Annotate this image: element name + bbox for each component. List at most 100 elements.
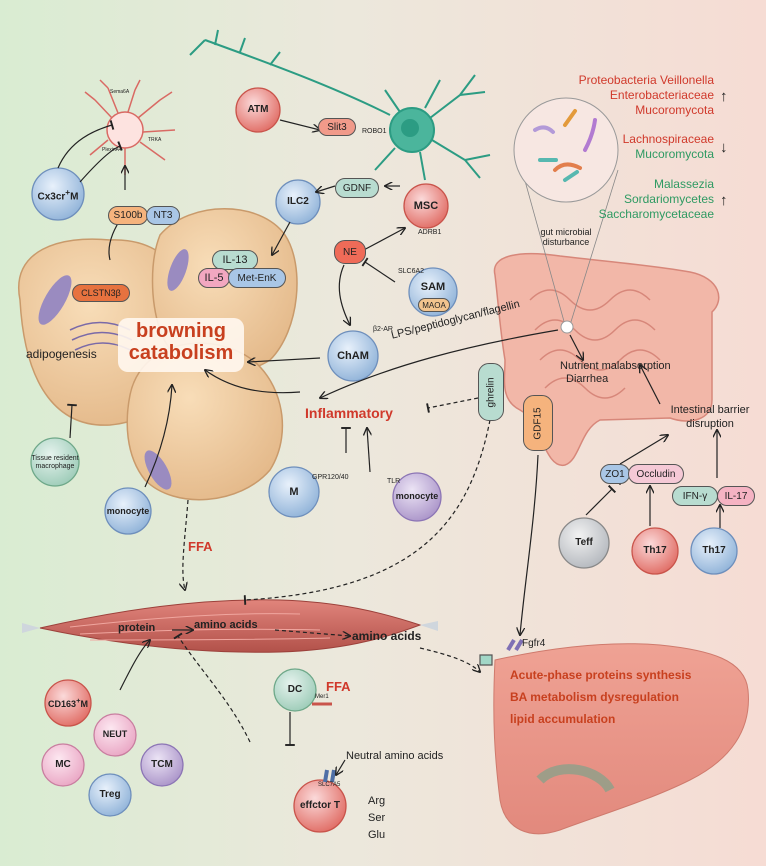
- ffa-top-label: FFA: [188, 539, 213, 554]
- monocyte-left-label: monocyte: [106, 506, 150, 516]
- clstn3b-pill: CLSTN3β: [72, 284, 130, 302]
- il5-pill: IL-5: [198, 268, 230, 288]
- microbe-label: Lachnospiraceae: [622, 132, 714, 146]
- clstn3b-label: CLSTN3β: [81, 288, 121, 298]
- muscle-amino-acids-label: amino acids: [194, 619, 258, 631]
- b2ar-label: β2-AR: [373, 326, 393, 333]
- liver-line-2: BA metabolism dysregulation: [510, 690, 679, 704]
- ne-pill: NE: [334, 240, 366, 264]
- msc-cell-label: MSC: [413, 200, 439, 212]
- tlr-label: TLR: [387, 478, 401, 485]
- barrier-label: Intestinal barrier disruption: [670, 404, 750, 430]
- gpr-label: GPR120/40: [312, 474, 349, 481]
- il5-label: IL-5: [204, 272, 224, 284]
- sympathetic-neuron: [189, 29, 491, 181]
- microbe-zoom: [513, 97, 619, 334]
- microbe-label: Proteobacteria Veillonella: [578, 73, 714, 87]
- arrows: [57, 119, 720, 775]
- ghrelin-pill: ghrelin: [478, 363, 504, 421]
- teff-cell-label: Teff: [575, 537, 593, 548]
- adipogenesis-label: adipogenesis: [26, 347, 97, 361]
- s100b-label: S100b: [113, 210, 143, 221]
- metenk-pill: Met-EnK: [228, 268, 286, 288]
- liver-line-3: lipid accumulation: [510, 712, 616, 726]
- browning-catabolism-label: browning catabolism: [118, 320, 244, 364]
- mc-cell-label: MC: [55, 759, 71, 770]
- inflammatory-label: Inflammatory: [305, 405, 393, 421]
- liver-line-1: Acute-phase proteins synthesis: [510, 668, 692, 682]
- gdnf-label: GDNF: [342, 182, 372, 194]
- il13-pill: IL-13: [212, 250, 258, 270]
- dc-cell-label: DC: [287, 684, 303, 695]
- sema6a-label: Sema6A: [110, 89, 130, 95]
- gdnf-pill: GDNF: [335, 178, 379, 198]
- gdf15-label: GDF15: [532, 406, 544, 440]
- effector-t-label: effctor T: [300, 800, 340, 811]
- nutrient-diarrhea-label: Nutrient malabsorption Diarrhea: [560, 360, 671, 386]
- cx3cr1-sup: +: [65, 187, 71, 197]
- nt3-pill: NT3: [146, 206, 180, 225]
- treg-cell-label: Treg: [99, 789, 121, 800]
- glu-label: Glu: [368, 829, 386, 841]
- th17-cell-label-a: Th17: [643, 545, 667, 556]
- il13-label: IL-13: [222, 254, 248, 266]
- robo1-label: ROBO1: [362, 128, 387, 135]
- browning-text: browning: [136, 320, 226, 342]
- adipocyte-cluster: [17, 208, 298, 501]
- adrb1-label: ADRB1: [418, 229, 442, 236]
- il17-label: IL-17: [724, 490, 748, 502]
- microbe-increase-list-1: Proteobacteria Veillonella Enterobacteri…: [500, 73, 714, 118]
- decrease-arrow: ↓: [720, 139, 728, 156]
- muscle: [22, 599, 438, 653]
- neut-cell-label: NEUT: [102, 729, 128, 739]
- ilc2-cell-label: ILC2: [287, 196, 309, 207]
- microbe-label: Saccharomycetaceae: [598, 207, 714, 221]
- cd163-text: CD163: [48, 699, 77, 709]
- zo1-pill: ZO1: [600, 464, 630, 484]
- gdf15-pill: GDF15: [523, 395, 553, 451]
- monocyte-mid-label: monocyte: [395, 491, 439, 501]
- ifng-label: IFN-γ: [682, 490, 708, 502]
- cx3cr1-macrophage-label: Cx3cr+M: [30, 187, 86, 203]
- zo1-label: ZO1: [605, 468, 625, 480]
- sam-cell-label: SAM: [420, 281, 446, 293]
- aa-list: Arg Ser Glu: [368, 793, 385, 844]
- ffa-dc-label: FFA: [326, 679, 351, 694]
- m-cell-label: M: [289, 486, 299, 498]
- microbe-label: Sordariomycetes: [623, 192, 714, 206]
- increase-arrow-2: ↑: [720, 192, 728, 209]
- s100b-pill: S100b: [108, 206, 148, 225]
- ghrelin-label: ghrelin: [485, 376, 497, 408]
- slit3-pill: Slit3: [318, 118, 356, 136]
- diarrhea-text: Diarrhea: [566, 373, 609, 385]
- trka-label: TRKA: [148, 137, 162, 143]
- nt3-label: NT3: [153, 210, 173, 221]
- cx3cr1-suffix: M: [70, 191, 79, 203]
- th17-cell-label-b: Th17: [702, 545, 726, 556]
- arg-label: Arg: [368, 795, 386, 807]
- ne-label: NE: [343, 246, 357, 258]
- microbe-label: Enterobacteriaceae: [609, 88, 714, 102]
- occludin-pill: Occludin: [628, 464, 684, 484]
- maoa-label: MAOA: [422, 300, 446, 310]
- microbe-decrease-list: Lachnospiraceae Mucoromycota: [530, 132, 714, 162]
- occludin-label: Occludin: [636, 468, 676, 480]
- cham-cell-label: ChAM: [337, 350, 369, 362]
- catabolism-text: catabolism: [128, 342, 234, 364]
- microbe-label: Mucoromycota: [635, 147, 714, 161]
- microbe-label: Mucoromycota: [635, 103, 714, 117]
- maoa-pill: MAOA: [418, 298, 450, 312]
- ifng-pill: IFN-γ: [672, 486, 718, 506]
- slc7a5-label: SLC7A5: [318, 782, 341, 788]
- slit3-label: Slit3: [327, 121, 347, 133]
- tissue-macrophage-label: Tissue resident macrophage: [31, 455, 79, 470]
- mer1-label: Mer1: [315, 694, 329, 700]
- neutral-aa-label: Neutral amino acids: [346, 750, 444, 762]
- plexin-label: PlexinA4: [102, 147, 122, 153]
- atm-cell-label: ATM: [247, 104, 269, 115]
- liver: [493, 643, 749, 835]
- ser-label: Ser: [368, 812, 386, 824]
- protein-label: protein: [118, 622, 156, 634]
- microbe-increase-list-2: Malassezia Sordariomycetes Saccharomycet…: [560, 177, 714, 222]
